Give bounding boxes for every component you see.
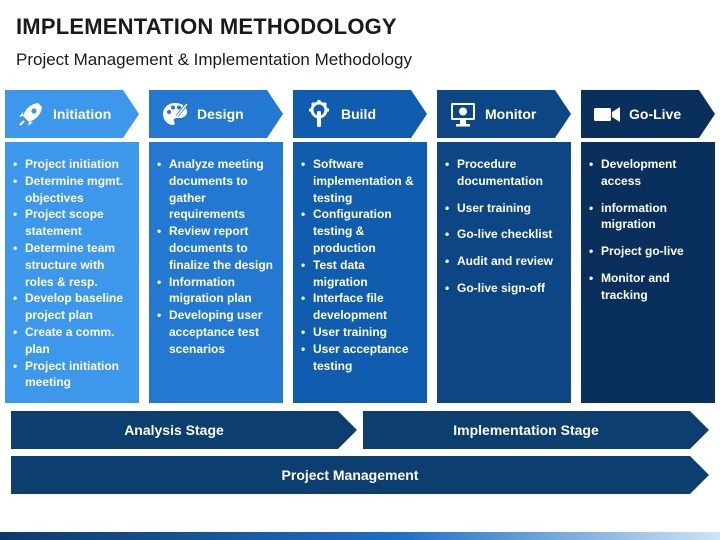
phase-title: Design [197, 106, 244, 122]
video-camera-icon [591, 98, 623, 130]
list-item: Procedure documentation [443, 156, 565, 190]
list-item: information migration [587, 200, 709, 234]
phase-title: Build [341, 106, 376, 122]
phase-body: Development access information migration… [581, 142, 715, 403]
list-item: Project go-live [587, 243, 709, 260]
list-item: Develop baseline project plan [11, 290, 133, 324]
analysis-stage-band: Analysis Stage [11, 411, 357, 449]
page-title: IMPLEMENTATION METHODOLOGY [16, 14, 397, 39]
phase-title: Go-Live [629, 106, 682, 122]
phase-title: Monitor [485, 106, 537, 122]
gear-wrench-icon [303, 98, 335, 130]
list-item: Review report documents to finalize the … [155, 223, 277, 273]
list-item: User training [443, 200, 565, 217]
list-item: Test data migration [299, 257, 421, 291]
phase-body: Analyze meeting documents to gather requ… [149, 142, 283, 403]
phase-header-arrow [437, 90, 571, 138]
list-item: Developing user acceptance test scenario… [155, 307, 277, 357]
list-item: Configuration testing & production [299, 206, 421, 256]
phase-body: Project initiation Determine mgmt. objec… [5, 142, 139, 403]
phase-header-arrow [5, 90, 139, 138]
list-item: User training [299, 324, 421, 341]
phase-header-arrow [581, 90, 715, 138]
project-management-label: Project Management [281, 467, 419, 483]
list-item: User acceptance testing [299, 341, 421, 375]
phase-header-arrow [149, 90, 283, 138]
list-item: Project scope statement [11, 206, 133, 240]
list-item: Monitor and tracking [587, 270, 709, 304]
page-subtitle: Project Management & Implementation Meth… [16, 50, 412, 69]
monitor-icon [447, 98, 479, 130]
list-item: Information migration plan [155, 274, 277, 308]
project-management-band: Project Management [11, 456, 709, 494]
phase-body: Procedure documentation User training Go… [437, 142, 571, 403]
list-item: Development access [587, 156, 709, 190]
list-item: Go-live sign-off [443, 280, 565, 297]
phase-header-arrow [293, 90, 427, 138]
list-item: Create a comm. plan [11, 324, 133, 358]
phase-body: Software implementation & testing Config… [293, 142, 427, 403]
footer-decoration-bar [0, 532, 720, 540]
implementation-stage-label: Implementation Stage [453, 422, 599, 438]
implementation-stage-band: Implementation Stage [363, 411, 709, 449]
list-item: Interface file development [299, 290, 421, 324]
list-item: Project initiation [11, 156, 133, 173]
list-item: Determine team structure with roles & re… [11, 240, 133, 290]
list-item: Determine mgmt. objectives [11, 173, 133, 207]
list-item: Software implementation & testing [299, 156, 421, 206]
analysis-stage-label: Analysis Stage [124, 422, 224, 438]
list-item: Go-live checklist [443, 226, 565, 243]
list-item: Analyze meeting documents to gather requ… [155, 156, 277, 223]
phase-title: Initiation [53, 106, 112, 122]
palette-icon [159, 98, 191, 130]
list-item: Project initiation meeting [11, 358, 133, 392]
rocket-icon [15, 98, 47, 130]
list-item: Audit and review [443, 253, 565, 270]
